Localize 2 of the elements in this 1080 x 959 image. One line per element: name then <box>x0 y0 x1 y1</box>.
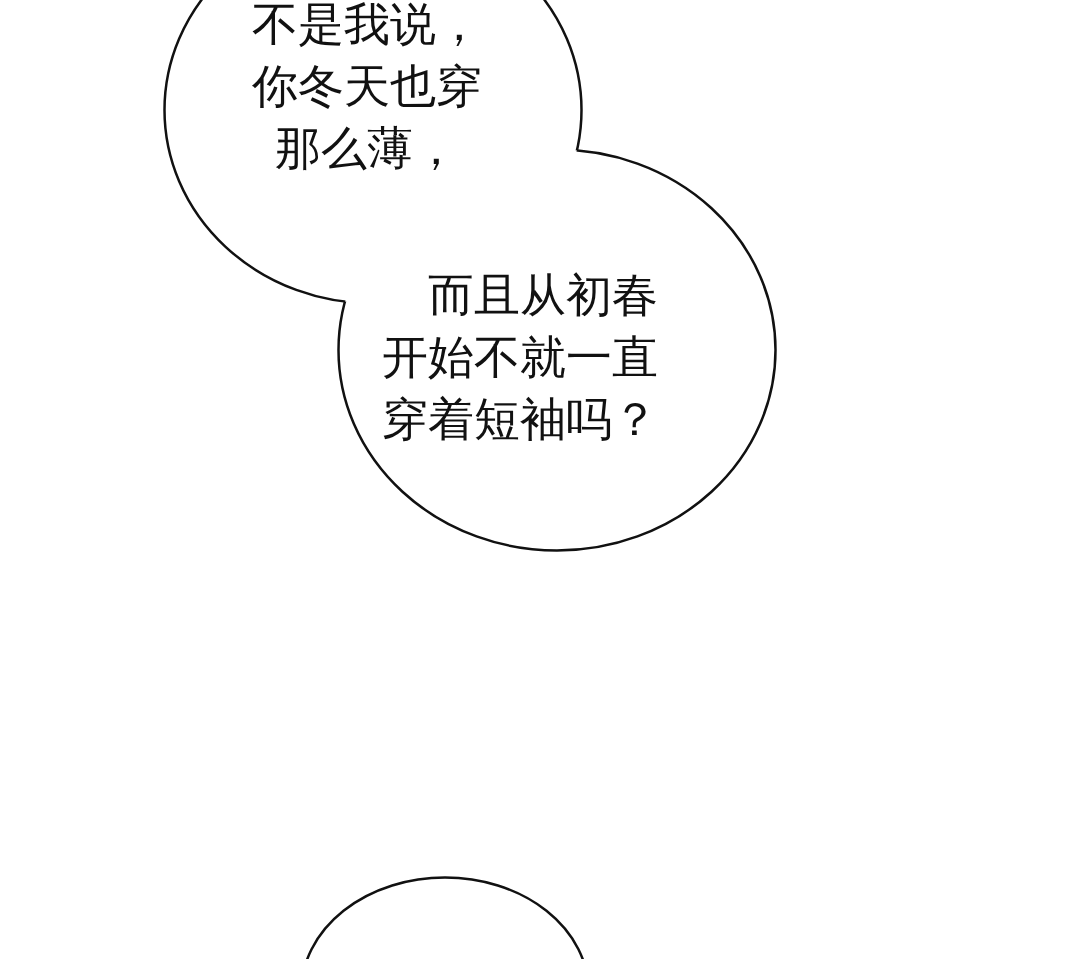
speech-text: 不是我说，你冬天也穿那么薄， <box>251 0 484 177</box>
speech-text: 而且从初春开始不就一直穿着短袖吗？ <box>382 267 659 448</box>
